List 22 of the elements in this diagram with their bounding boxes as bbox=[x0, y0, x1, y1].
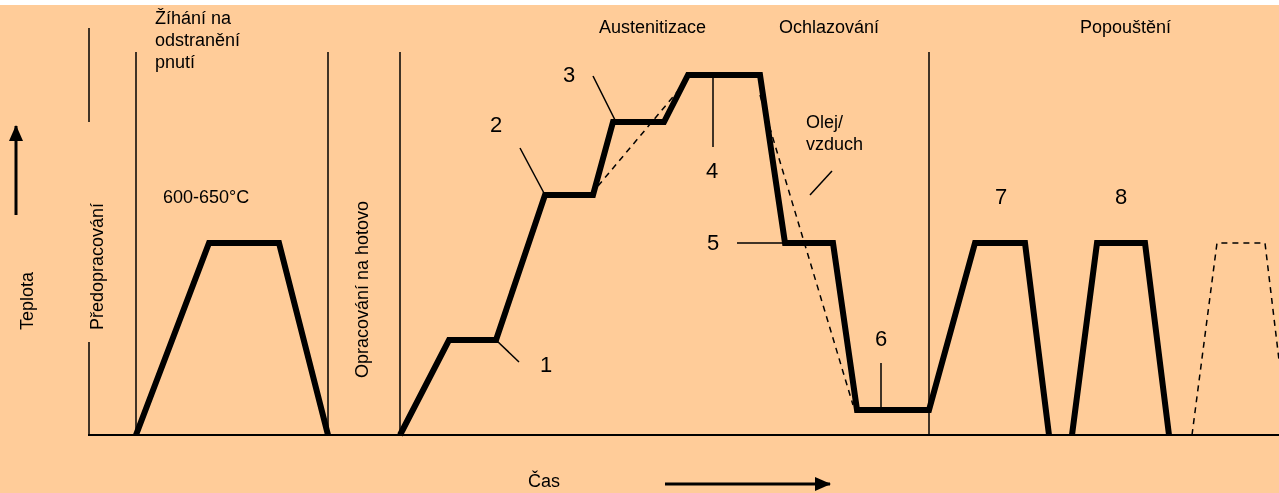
leader-line bbox=[495, 339, 520, 363]
leader-line bbox=[809, 170, 833, 196]
callout-number: 7 bbox=[995, 186, 1008, 208]
phase-label: Ochlazování bbox=[779, 16, 880, 38]
callout-number: 8 bbox=[1115, 186, 1128, 208]
phase-label: Opracování na hotovo bbox=[351, 200, 373, 378]
axis-label: Teplota bbox=[16, 271, 38, 330]
phase-label: Popouštění bbox=[1080, 16, 1172, 38]
phase-label: Žíhání na odstranění pnutí bbox=[155, 7, 242, 73]
leader-line bbox=[736, 242, 786, 244]
callout-number: 4 bbox=[706, 160, 719, 182]
callout-number: 3 bbox=[563, 64, 576, 86]
axis-label: Čas bbox=[528, 470, 560, 492]
callout-number: 6 bbox=[875, 328, 888, 350]
callout-label: Olej/ vzduch bbox=[806, 111, 881, 155]
leader-line bbox=[519, 147, 546, 196]
callout-number: 1 bbox=[540, 354, 553, 376]
callout-number: 2 bbox=[490, 114, 503, 136]
temperature-label: 600-650°C bbox=[163, 186, 250, 208]
phase-label: Předopracování bbox=[86, 202, 108, 330]
phase-label: Austenitizace bbox=[599, 16, 707, 38]
callout-number: 5 bbox=[707, 232, 720, 254]
